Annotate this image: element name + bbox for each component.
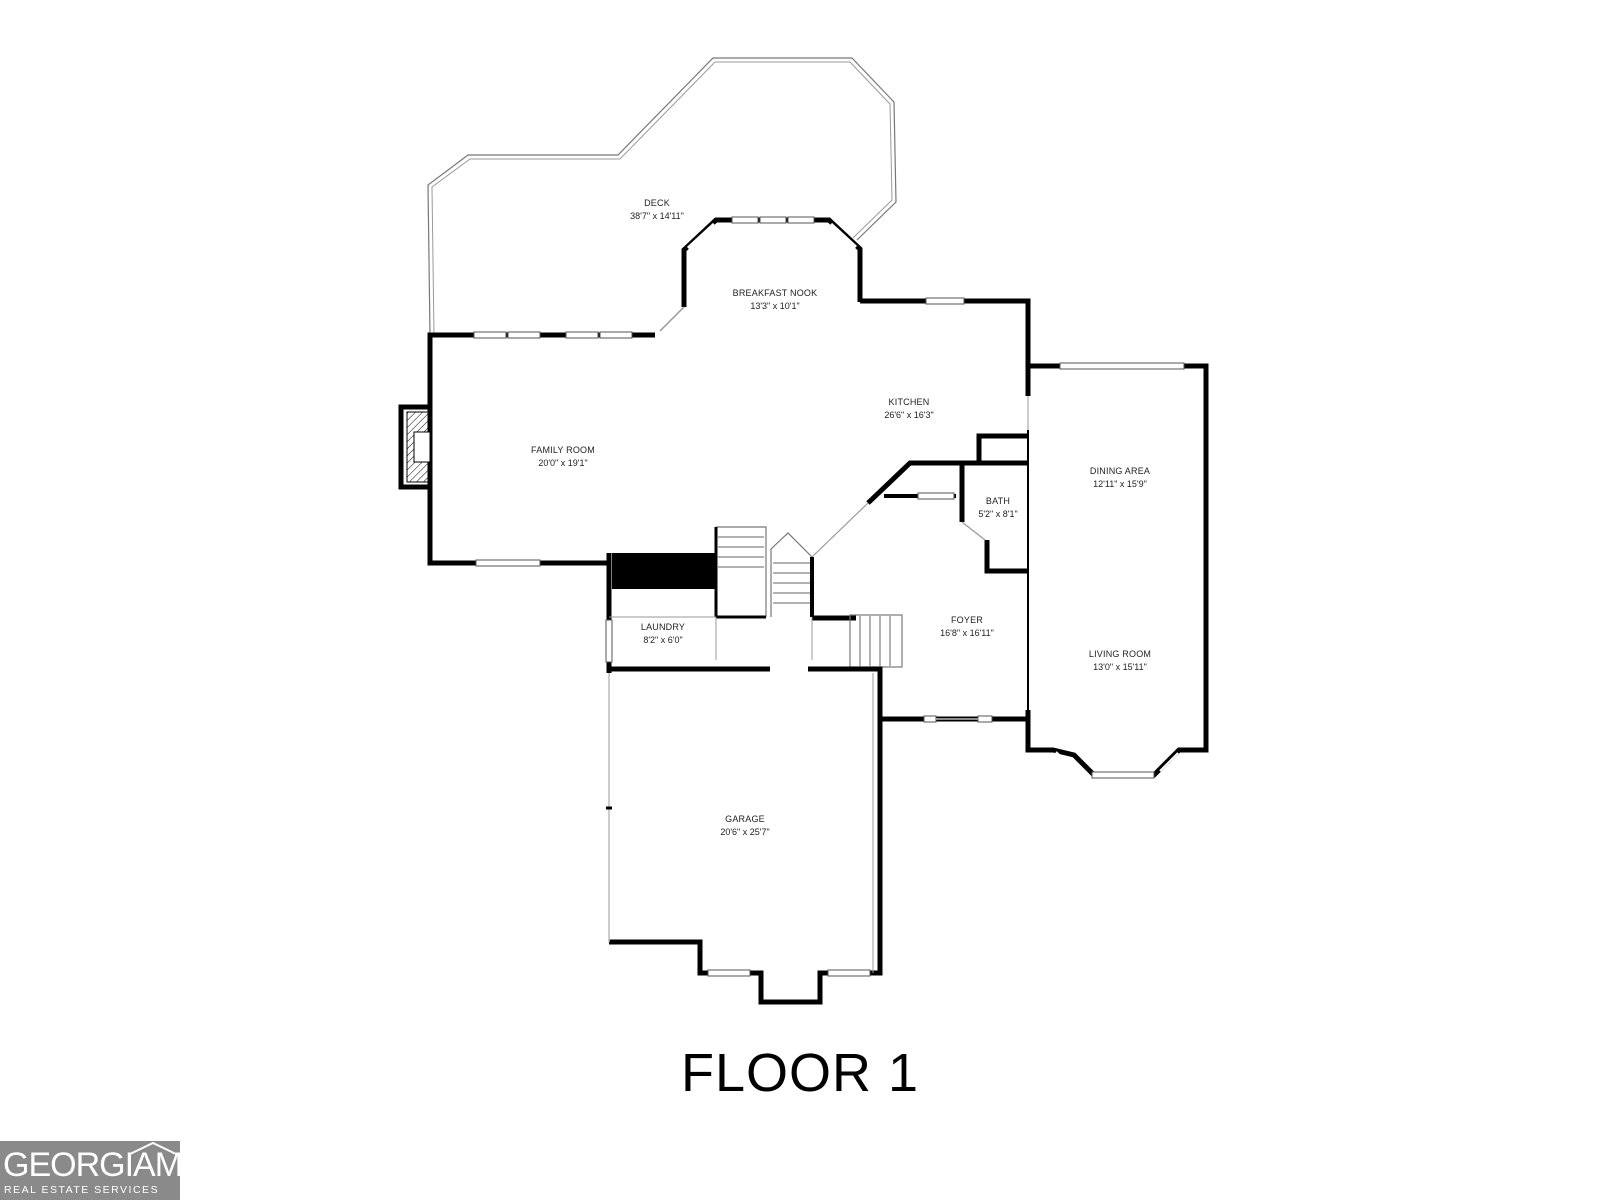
logo-main-text: GEORGIAMLS [3, 1146, 223, 1184]
room-label-foyer: FOYER 16'8" x 16'11" [940, 615, 994, 638]
roof-icon [129, 1141, 177, 1155]
bath-walls [866, 433, 1028, 574]
svg-text:13'3" x 10'1": 13'3" x 10'1" [750, 301, 799, 311]
svg-text:8'2" x 6'0": 8'2" x 6'0" [643, 635, 682, 645]
georgia-mls-logo: GEORGIAMLS REAL ESTATE SERVICES [0, 1141, 223, 1200]
room-label-deck: DECK 38'7" x 14'11" [630, 198, 684, 221]
svg-text:20'0" x 19'1": 20'0" x 19'1" [538, 458, 587, 468]
svg-text:20'6" x 25'7": 20'6" x 25'7" [720, 827, 769, 837]
stairs [612, 502, 869, 619]
svg-text:5'2" x 8'1": 5'2" x 8'1" [978, 509, 1017, 519]
room-label-dining-area: DINING AREA 12'11" x 15'9" [1090, 466, 1150, 489]
room-label-family-room: FAMILY ROOM 20'0" x 19'1" [531, 445, 595, 468]
room-label-bath: BATH 5'2" x 8'1" [978, 496, 1017, 519]
svg-text:DECK: DECK [644, 198, 670, 208]
dining-living-walls [1025, 362, 1209, 779]
floor-title: FLOOR 1 [680, 1043, 920, 1103]
room-label-living-room: LIVING ROOM 13'0" x 15'11" [1089, 649, 1151, 672]
svg-text:LIVING ROOM: LIVING ROOM [1089, 649, 1151, 659]
svg-text:26'6" x 16'3": 26'6" x 16'3" [884, 410, 933, 420]
fireplace [398, 404, 432, 490]
svg-text:FOYER: FOYER [951, 615, 983, 625]
room-label-breakfast-nook: BREAKFAST NOOK 13'3" x 10'1" [733, 288, 818, 311]
logo-sub-text: REAL ESTATE SERVICES [4, 1184, 160, 1196]
svg-text:BATH: BATH [986, 496, 1010, 506]
foyer-walls [609, 666, 1031, 723]
svg-text:12'11" x 15'9": 12'11" x 15'9" [1093, 479, 1147, 489]
main-walls [427, 297, 1031, 567]
svg-text:BREAKFAST NOOK: BREAKFAST NOOK [733, 288, 818, 298]
svg-text:GARAGE: GARAGE [725, 814, 765, 824]
deck-outline [427, 57, 897, 336]
svg-text:13'0" x 15'11": 13'0" x 15'11" [1093, 662, 1147, 672]
svg-text:KITCHEN: KITCHEN [889, 397, 930, 407]
room-label-laundry: LAUNDRY 8'2" x 6'0" [641, 622, 685, 645]
svg-text:38'7" x 14'11": 38'7" x 14'11" [630, 211, 684, 221]
garage-walls [606, 669, 883, 1005]
room-label-kitchen: KITCHEN 26'6" x 16'3" [884, 397, 933, 420]
svg-text:LAUNDRY: LAUNDRY [641, 622, 685, 632]
svg-text:16'8" x 16'11": 16'8" x 16'11" [940, 628, 994, 638]
svg-text:FAMILY ROOM: FAMILY ROOM [531, 445, 595, 455]
svg-text:DINING AREA: DINING AREA [1090, 466, 1150, 476]
room-label-garage: GARAGE 20'6" x 25'7" [720, 814, 769, 837]
foyer-stairs [715, 614, 903, 668]
laundry-walls [605, 553, 716, 673]
breakfast-nook-walls [681, 216, 863, 307]
